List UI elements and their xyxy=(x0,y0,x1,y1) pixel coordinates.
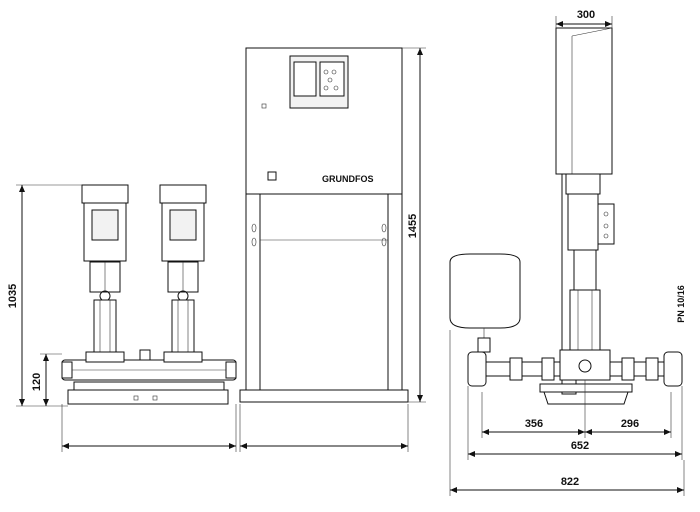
dim-top-width: 300 xyxy=(555,9,613,28)
control-cabinet-view: GRUNDFOS xyxy=(239,47,409,403)
dim-left-base: 120 xyxy=(31,353,62,406)
dim-300-label: 300 xyxy=(577,9,595,21)
dim-652-label: 652 xyxy=(571,440,589,452)
dim-1455-label: 1455 xyxy=(407,214,419,238)
dim-cabinet-height: 1455 xyxy=(402,47,426,403)
dim-cabinet-width xyxy=(239,404,409,452)
dim-left-width xyxy=(61,404,237,452)
side-view xyxy=(449,27,683,405)
dim-822-label: 822 xyxy=(561,476,579,488)
dim-row-356-296: 356 296 xyxy=(481,380,672,438)
dim-652: 652 xyxy=(467,386,683,460)
dim-1035-label: 1035 xyxy=(7,284,19,308)
dim-356-label: 356 xyxy=(525,418,543,430)
dim-left-height: 1035 xyxy=(7,184,82,407)
dim-296-label: 296 xyxy=(621,418,639,430)
dim-822: 822 xyxy=(449,330,685,496)
front-view-pumps xyxy=(61,184,237,405)
dim-120-label: 120 xyxy=(31,373,43,391)
pressure-label: PN 10/16 xyxy=(676,285,686,323)
brand-label: GRUNDFOS xyxy=(322,174,374,184)
